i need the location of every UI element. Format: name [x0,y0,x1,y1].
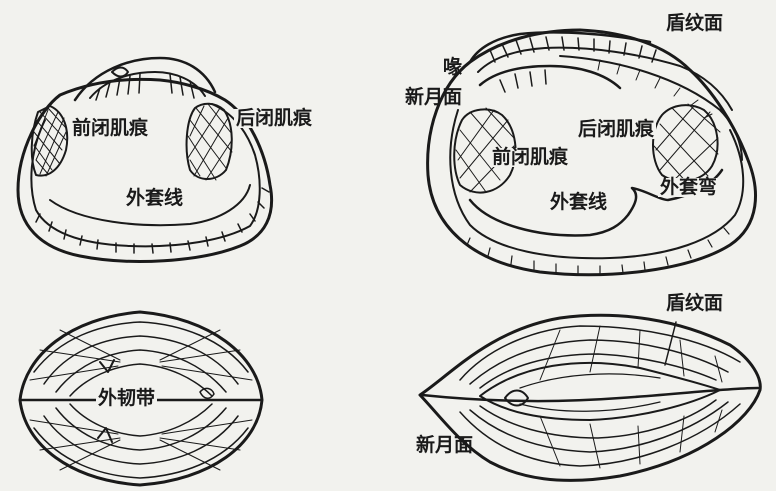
label-bl-external-ligament: 外韧带 [96,389,157,408]
label-tr-beak: 喙 [443,58,462,77]
label-br-lunule: 新月面 [416,436,473,455]
label-br-escutcheon: 盾纹面 [664,294,725,313]
shell-interior-left-valve [18,58,272,261]
label-tr-posterior-adductor-scar: 后闭肌痕 [576,120,656,139]
label-tr-lunule: 新月面 [405,88,462,107]
label-tl-anterior-adductor-scar: 前闭肌痕 [72,119,148,138]
label-tl-pallial-line: 外套线 [124,189,185,208]
label-tr-pallial-line: 外套线 [548,193,609,212]
label-tr-anterior-adductor-scar: 前闭肌痕 [490,148,570,167]
label-tl-posterior-adductor-scar: 后闭肌痕 [234,109,314,128]
shell-interior-right-valve [428,30,756,275]
label-tr-pallial-sinus: 外套弯 [658,178,719,197]
label-tr-escutcheon: 盾纹面 [664,14,725,33]
